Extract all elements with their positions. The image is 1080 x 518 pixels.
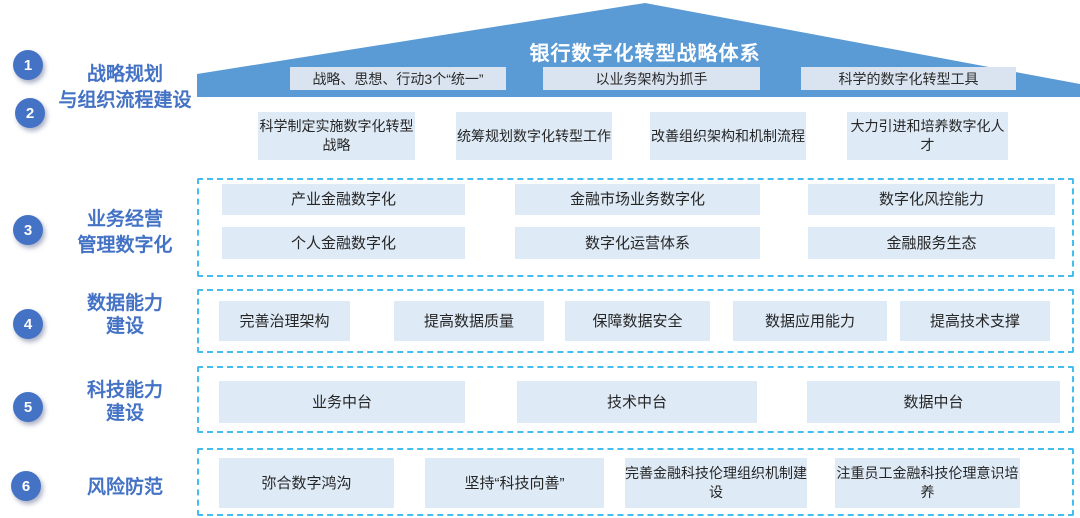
business-box-industry-finance: 产业金融数字化	[222, 184, 465, 215]
risk-box-ethics-mechanism: 完善金融科技伦理组织机制建设	[625, 458, 807, 508]
org-box-planning: 统筹规划数字化转型工作	[456, 112, 612, 160]
rail-label-data: 数据能力 建设	[40, 292, 210, 338]
business-box-operations: 数字化运营体系	[515, 227, 760, 259]
rail-label-line: 建设	[105, 316, 144, 337]
data-box-application: 数据应用能力	[733, 301, 887, 341]
diagram-title: 银行数字化转型战略体系	[529, 43, 761, 65]
risk-box-ethics-awareness: 注重员工金融科技伦理意识培养	[835, 458, 1020, 508]
business-box-service-ecosystem: 金融服务生态	[808, 227, 1055, 259]
rail-label-risk: 风险防范	[40, 475, 210, 501]
data-section-container	[197, 289, 1074, 353]
org-box-talent: 大力引进和培养数字化人才	[847, 112, 1008, 160]
roof-band-unify: 战略、思想、行动3个“统一”	[290, 67, 506, 90]
platform-box-business: 业务中台	[219, 381, 465, 423]
rail-label-line: 风险防范	[86, 477, 163, 498]
rail-label-business: 业务经营 管理数字化	[40, 207, 210, 259]
step-badge-3: 3	[13, 215, 43, 245]
org-box-structure: 改善组织架构和机制流程	[650, 112, 806, 160]
data-box-security: 保障数据安全	[565, 301, 710, 341]
risk-box-tech-for-good: 坚持“科技向善”	[425, 458, 604, 508]
rail-label-line: 管理数字化	[77, 235, 173, 256]
rail-label-strategy-org: 战略规划 与组织流程建设	[40, 62, 210, 114]
data-box-quality: 提高数据质量	[394, 301, 544, 341]
roof-band-architecture: 以业务架构为抓手	[543, 67, 760, 90]
data-box-governance: 完善治理架构	[219, 301, 350, 341]
step-badge-1: 1	[13, 50, 43, 80]
data-box-tech-support: 提高技术支撑	[900, 301, 1050, 341]
rail-label-line: 建设	[105, 403, 144, 424]
org-box-strategy: 科学制定实施数字化转型战略	[258, 112, 415, 160]
business-box-risk-control: 数字化风控能力	[808, 184, 1055, 215]
platform-box-data: 数据中台	[807, 381, 1060, 423]
step-badge-6: 6	[11, 471, 41, 501]
risk-section-container	[197, 448, 1074, 516]
rail-label-line: 业务经营	[86, 209, 163, 230]
step-badge-5: 5	[13, 392, 43, 422]
business-section-container	[197, 178, 1074, 277]
risk-box-digital-divide: 弥合数字鸿沟	[219, 458, 394, 508]
rail-label-line: 科技能力	[86, 380, 163, 401]
step-badge-4: 4	[13, 309, 43, 339]
rail-label-line: 战略规划	[86, 64, 163, 85]
step-badge-2: 2	[15, 98, 45, 128]
rail-label-line: 与组织流程建设	[58, 90, 192, 111]
business-box-personal-finance: 个人金融数字化	[222, 227, 465, 259]
business-box-financial-markets: 金融市场业务数字化	[515, 184, 760, 215]
rail-label-line: 数据能力	[86, 293, 163, 314]
tech-section-container	[197, 366, 1074, 433]
platform-box-technology: 技术中台	[517, 381, 757, 423]
roof-band-tools: 科学的数字化转型工具	[801, 67, 1016, 90]
rail-label-tech: 科技能力 建设	[40, 379, 210, 425]
